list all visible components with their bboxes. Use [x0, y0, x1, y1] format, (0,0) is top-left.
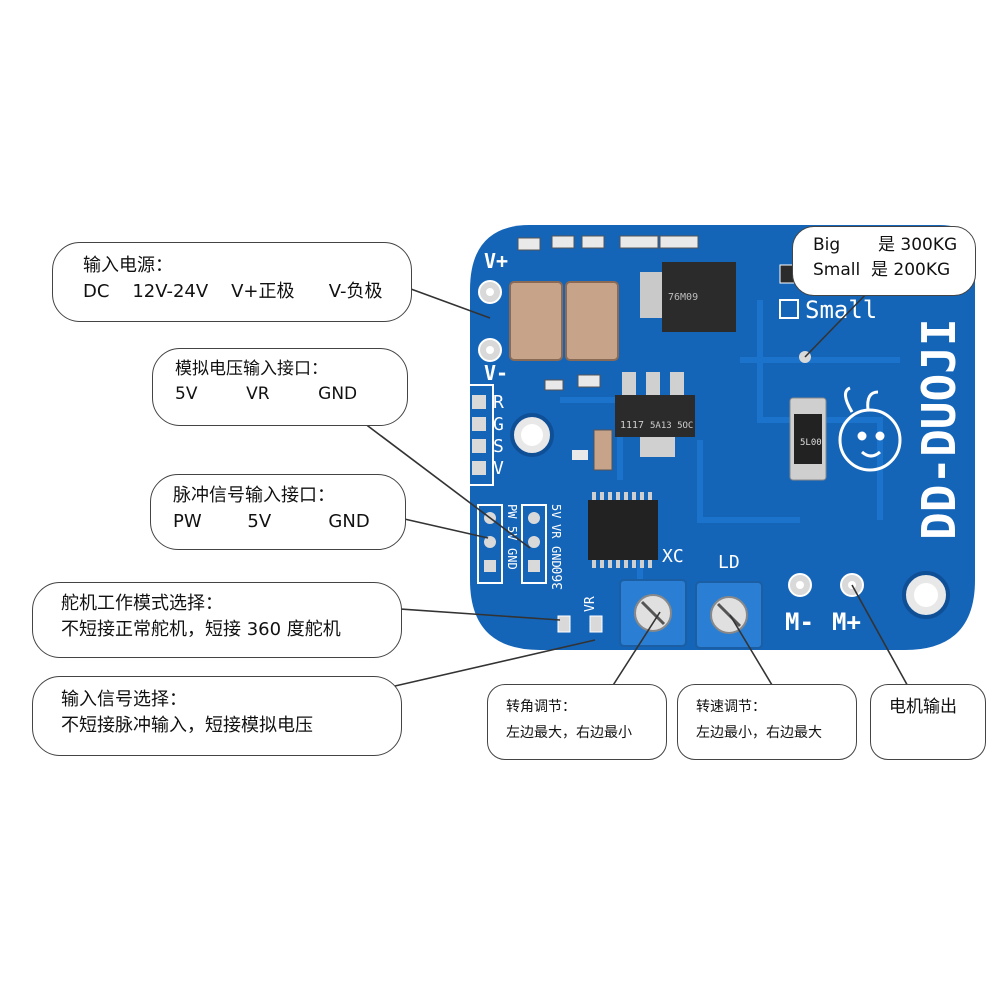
callout-size: Big 是 300KG Small 是 200KG — [792, 226, 976, 296]
label-vplus: V+ — [484, 249, 508, 273]
pin-label-vr-5v: 5V — [549, 504, 563, 518]
callout-pulse-desc: PW 5V GND — [173, 511, 370, 533]
leader-angle — [609, 611, 661, 691]
pot-ld-label: LD — [718, 552, 740, 573]
mounting-hole — [902, 571, 950, 619]
callout-angle-title: 转角调节： — [506, 699, 576, 715]
leader-analog — [359, 419, 531, 549]
motor-minus-pad — [788, 573, 812, 597]
motor-plus-label: M+ — [832, 608, 861, 636]
rgsv-pins — [472, 395, 486, 475]
voltage-regulator: 76M09 — [640, 262, 736, 332]
pin-label-vr-gnd: GND — [549, 546, 563, 568]
regulator-marking: 76M09 — [668, 292, 698, 303]
ic-1117-marking: 1117 — [620, 420, 644, 431]
leader-motor — [851, 584, 911, 691]
pin-label-s: S — [493, 436, 504, 457]
pin-label-v: V — [493, 458, 504, 479]
inductor — [565, 281, 619, 361]
callout-motor-output: 电机输出 — [870, 684, 986, 760]
callout-analog-input: 模拟电压输入接口： 5V VR GND — [152, 348, 408, 426]
callout-motor-title: 电机输出 — [889, 697, 957, 717]
callout-mode-select: 舵机工作模式选择： 不短接正常舵机，短接 360 度舵机 — [32, 582, 402, 658]
main-ic — [588, 492, 658, 568]
inductor — [509, 281, 563, 361]
pin-label-vr: VR — [549, 524, 563, 539]
ldo-regulator-1117: 1117 5A13 5OC — [615, 372, 695, 457]
callout-size-big: Big 是 300KG — [813, 235, 958, 255]
callout-speed-adjust: 转速调节： 左边最小，右边最大 — [677, 684, 857, 760]
size-select-box — [779, 299, 799, 319]
leader-pulse — [399, 517, 489, 539]
trimpot-xc — [619, 579, 687, 647]
leader-size — [804, 289, 871, 358]
callout-power-title: 输入电源： — [83, 255, 173, 276]
callout-mode-title: 舵机工作模式选择： — [61, 593, 223, 614]
board-name: DD-DUOJI — [912, 318, 966, 540]
callout-size-small: Small 是 200KG — [813, 259, 951, 280]
shunt-resistor: 5L00 — [789, 397, 827, 481]
callout-mode-desc: 不短接正常舵机，短接 360 度舵机 — [61, 619, 341, 641]
jumper-360-label: 360 — [551, 567, 566, 590]
capacitor — [572, 450, 588, 460]
pw-header-outline — [477, 504, 503, 584]
rabbit-mascot-icon — [838, 386, 902, 472]
pin-label-r: R — [493, 392, 504, 413]
jumper-360-pad — [557, 615, 571, 633]
rgsv-header-outline — [464, 384, 494, 486]
callout-signal-select: 输入信号选择： 不短接脉冲输入，短接模拟电压 — [32, 676, 402, 756]
callout-analog-title: 模拟电压输入接口： — [175, 359, 328, 379]
vr-header-pins — [528, 512, 540, 572]
callout-signal-desc: 不短接脉冲输入，短接模拟电压 — [61, 715, 313, 737]
power-pad-vplus — [478, 280, 502, 304]
label-vminus: V- — [484, 361, 508, 385]
mounting-hole — [510, 413, 554, 457]
callout-pulse-input: 脉冲信号输入接口： PW 5V GND — [150, 474, 406, 550]
callout-signal-title: 输入信号选择： — [61, 689, 187, 710]
callout-speed-desc: 左边最小，右边最大 — [696, 725, 822, 742]
capacitor — [593, 429, 613, 471]
power-pad-vminus — [478, 338, 502, 362]
callout-speed-title: 转速调节： — [696, 699, 766, 715]
callout-angle-desc: 左边最大，右边最小 — [506, 725, 632, 742]
callout-power-input: 输入电源： DC 12V-24V V+正极 V-负极 — [52, 242, 412, 322]
callout-pulse-title: 脉冲信号输入接口： — [173, 485, 335, 506]
callout-analog-desc: 5V VR GND — [175, 383, 358, 404]
callout-angle-adjust: 转角调节： 左边最大，右边最小 — [487, 684, 667, 760]
leader-signal — [394, 639, 596, 687]
vr-header-outline — [521, 504, 547, 584]
motor-minus-label: M- — [785, 608, 814, 636]
leader-power — [399, 284, 491, 319]
pin-label-pw: PW — [505, 504, 519, 519]
trimpot-ld — [695, 581, 763, 649]
ic-mark: 5A13 5OC — [650, 421, 693, 431]
pin-label-pw-gnd: GND — [505, 548, 519, 570]
callout-power-desc: DC 12V-24V V+正极 V-负极 — [83, 281, 383, 303]
pot-xc-label: XC — [662, 546, 684, 567]
jumper-vr-pad — [589, 615, 603, 633]
jumper-vr-label: VR — [583, 596, 598, 612]
pin-label-g: G — [493, 414, 504, 435]
leader-speed — [729, 614, 776, 691]
resistor-marking: 5L00 — [800, 438, 822, 448]
smd-components-top — [517, 235, 699, 391]
